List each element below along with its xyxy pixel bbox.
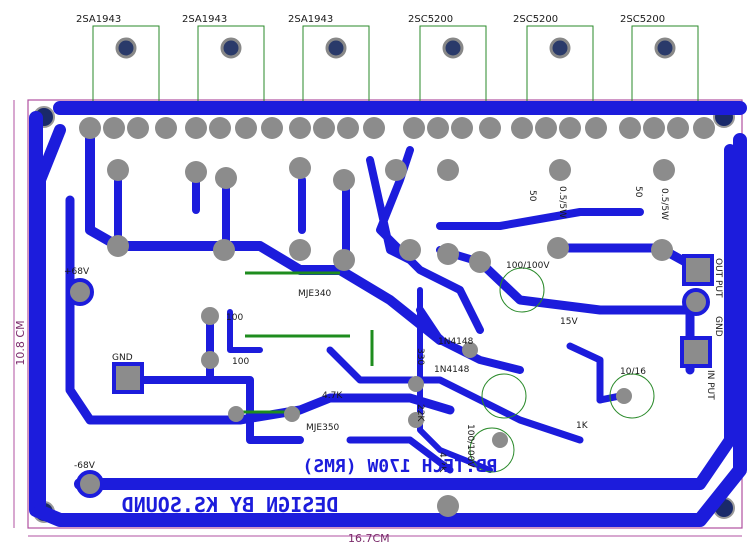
- copper-traces: [29, 101, 747, 527]
- label-d1: 1N4148: [438, 337, 474, 347]
- label-r50a: 50: [527, 190, 537, 202]
- label-mje350: MJE350: [306, 423, 340, 433]
- label-r05a: 0.5/5W: [557, 186, 567, 218]
- pads: [79, 117, 715, 517]
- label-mje340: MJE340: [298, 289, 332, 299]
- capacitors: [469, 267, 655, 473]
- vplus-terminal: [66, 278, 94, 306]
- label-vminus: -68V: [74, 461, 96, 471]
- jumpers: [240, 271, 374, 414]
- transistor-label-6: 2SC5200: [620, 14, 665, 25]
- label-r1k: 1K: [576, 421, 589, 431]
- dim-width-label: 16.7CM: [348, 532, 390, 545]
- label-r100b: 100: [232, 357, 249, 367]
- vminus-terminal: [76, 470, 104, 498]
- transistor-heatsink-holes: [115, 37, 676, 59]
- board-title: PB.TECH 170W (RMS) DESIGN BY KS.SOUND: [122, 456, 498, 517]
- label-r50b: 50: [633, 186, 643, 198]
- label-gnd-left: GND: [112, 353, 133, 363]
- label-cap-main: 100/100V: [506, 261, 550, 271]
- label-r4k7: 4.7K: [322, 391, 343, 401]
- label-r4k7b: 4.7K: [437, 452, 447, 473]
- transistor-label-1: 2SA1943: [76, 14, 121, 25]
- label-out: OUT PUT: [713, 258, 723, 298]
- transistor-label-5: 2SC5200: [513, 14, 558, 25]
- label-zener: 15V: [560, 317, 578, 327]
- label-cap-main2: 100/100V: [465, 424, 475, 468]
- gnd-terminal-left: [112, 362, 144, 394]
- label-gnd-right: GND: [713, 316, 723, 337]
- label-d2: 1N4148: [434, 365, 470, 375]
- transistor-label-2: 2SA1943: [182, 14, 227, 25]
- dim-height-label: 10.8 CM: [14, 320, 27, 365]
- board-title-line1: PB.TECH 170W (RMS): [302, 456, 497, 477]
- transistor-label-4: 2SC5200: [408, 14, 453, 25]
- transistor-label-3: 2SA1943: [288, 14, 333, 25]
- gnd-terminal-right: [682, 288, 710, 316]
- label-r22k: 22K: [415, 404, 425, 422]
- label-in: IN PUT: [705, 370, 715, 400]
- label-cap-in: 10/16: [620, 367, 646, 377]
- in-terminal: [680, 336, 712, 368]
- board-title-line2: DESIGN BY KS.SOUND: [122, 493, 339, 517]
- power-terminals: [66, 254, 714, 498]
- out-terminal: [682, 254, 714, 286]
- label-r100a: 100: [226, 313, 243, 323]
- label-vplus: +68V: [64, 267, 90, 277]
- label-r330: 330: [415, 348, 425, 365]
- transistor-outlines: [92, 25, 699, 107]
- label-r05b: 0.5/5W: [659, 188, 669, 220]
